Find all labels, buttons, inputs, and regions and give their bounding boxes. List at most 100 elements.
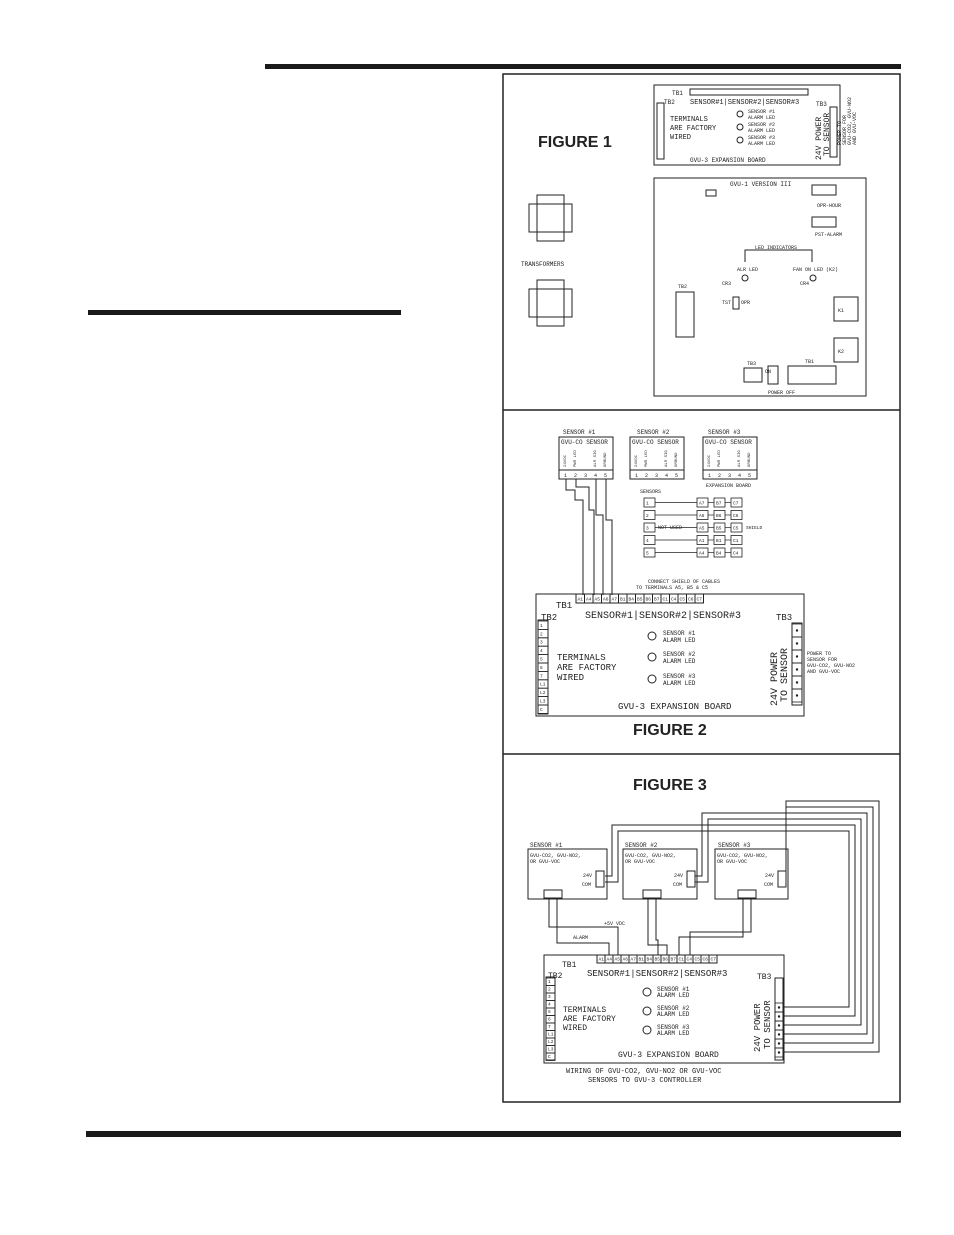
fig2-pin-labels: 24VDC PWR LED ALR SIG GROUND 24VDC PWR L… [564, 450, 752, 467]
fig3-led2: SENSOR #2 [657, 1005, 690, 1012]
fig3-vdc-note: +5V VDC [604, 921, 625, 927]
transformers-label: TRANSFORMERS [521, 261, 565, 268]
terminal-label: C [540, 707, 543, 713]
fig2-s1-pin-5: 5 [604, 473, 607, 479]
fig2-sensor3-label: SENSOR #3 [708, 429, 741, 436]
fig2-s1-pin-label-4: ALR SIG [594, 450, 598, 467]
map-cell-label: B6 [716, 513, 722, 519]
fig2-expansion-col: EXPANSION BOARD [706, 483, 751, 489]
terminal-label: A5 [595, 597, 601, 603]
figure-2-title: FIGURE 2 [633, 722, 707, 739]
terminal-label: C5 [695, 957, 701, 963]
map-cell-label: A5 [699, 526, 705, 532]
fig3-alarm-note: ALARM [573, 935, 588, 941]
fig2-sensor-blocks [558, 436, 758, 480]
fig2-sensor1-model: GVU-CO SENSOR [561, 439, 608, 446]
terminal-label: B5 [655, 957, 661, 963]
fig2-s2-pin-4: 4 [665, 473, 668, 479]
fig2-s3-pin-label-1: 24VDC [708, 454, 712, 467]
fig2-s3-pin-1: 1 [708, 473, 711, 479]
terminal-label: 5 [548, 1009, 551, 1015]
terminal-label: 2 [548, 987, 551, 993]
fig3-tb2-label: TB2 [548, 972, 563, 981]
terminal-label: C4 [671, 597, 677, 603]
fig2-shield-note-1: CONNECT SHIELD OF CABLES [648, 579, 720, 585]
fig3-s2-com: COM [673, 882, 682, 888]
figure-3-title: FIGURE 3 [633, 777, 707, 794]
terminal-label: A4 [586, 597, 592, 603]
terminal-label: B6 [663, 957, 669, 963]
fig3-led3: SENSOR #3 [657, 1024, 690, 1031]
fig2-terminals-2: ARE FACTORY [557, 663, 617, 673]
terminal-label: B4 [647, 957, 653, 963]
fig2-sensors-col: SENSORS [640, 489, 661, 495]
terminal-label: A4 [607, 957, 613, 963]
fig3-power-2: TO SENSOR [763, 1000, 773, 1049]
fig3-led1b: ALARM LED [657, 992, 690, 999]
fig3-s2-24v: 24V [674, 873, 683, 879]
figure-panel-frame [502, 73, 901, 1103]
map-note: SHIELD [746, 525, 763, 531]
fig1-power-note-1: POWER TO [837, 121, 843, 145]
fig1-led3: SENSOR #3 [748, 135, 775, 141]
fig3-sensor3-model-2: OR GVU-VOC [717, 859, 747, 865]
terminal-label: L3 [548, 1047, 554, 1053]
fig2-s1-pin-label-5: GROUND [604, 452, 608, 467]
fig3-tb1-label: TB1 [562, 961, 577, 970]
fig2-sensor2-model: GVU-CO SENSOR [632, 439, 679, 446]
map-cell-label: C5 [733, 526, 739, 532]
terminal-label: L3 [540, 699, 546, 705]
terminal-label: B7 [654, 597, 660, 603]
terminal-label: A1 [599, 957, 605, 963]
fig1-power-2: TO SENSOR [823, 113, 832, 156]
fig1-board-caption: GVU-3 EXPANSION BOARD [690, 157, 766, 164]
map-cell-label: B5 [716, 526, 722, 532]
fig1-terminals-2: ARE FACTORY [670, 125, 717, 133]
fig2-tb3-label: TB3 [776, 613, 792, 623]
terminal-label: C7 [711, 957, 717, 963]
fig3-board-caption: GVU-3 EXPANSION BOARD [618, 1051, 719, 1060]
fig1-tst: TST [722, 300, 731, 306]
terminal-label: 6 [548, 1017, 551, 1023]
terminal-label: B4 [629, 597, 635, 603]
fig1-power-note-3: GVU-CO2, GVU-NO2 [847, 97, 853, 145]
fig1-terminals-3: WIRED [670, 134, 691, 142]
fig2-s3-pin-label-5: GROUND [748, 452, 752, 467]
mid-left-rule [88, 310, 401, 315]
terminal-label: B1 [620, 597, 626, 603]
fig2-s1-pin-1: 1 [564, 473, 567, 479]
terminal-box [537, 704, 549, 714]
terminal-label: C4 [687, 957, 693, 963]
fig2-power-note-3: GVU-CO2, GVU-NO2 [807, 663, 855, 669]
terminal-label: B5 [637, 597, 643, 603]
figure-1: FIGURE 1 TB1 TB2 TB3 SENSOR#1|SENSOR#2|S… [521, 84, 867, 397]
fig2-pin-numbers: 1 2 3 4 5 1 2 3 4 5 1 2 3 4 5 [564, 473, 751, 479]
map-cell-label: B1 [716, 538, 722, 544]
terminal-screw [795, 681, 799, 684]
fig2-s1-pin-label-1: 24VDC [564, 454, 568, 467]
map-cell-label: C1 [733, 538, 739, 544]
fig1-tb2-label: TB2 [664, 99, 675, 106]
fig3-sensor2-model-2: OR GVU-VOC [625, 859, 655, 865]
map-cell-label: A1 [699, 538, 705, 544]
fig3-led1: SENSOR #1 [657, 986, 690, 993]
terminal-screw [795, 668, 799, 671]
fig3-terminals-2: ARE FACTORY [563, 1015, 616, 1024]
fig1-on: ON [765, 369, 771, 375]
fig2-not-used: NOT USED [658, 525, 682, 531]
fig1-ctrl-tb3: TB3 [747, 361, 756, 367]
terminal-label: B6 [646, 597, 652, 603]
fig3-caption-2: SENSORS TO GVU-3 CONTROLLER [588, 1077, 702, 1085]
fig2-tb1-label: TB1 [556, 601, 572, 611]
terminal-label: C7 [697, 597, 703, 603]
fig2-power-1: 24V POWER [770, 652, 781, 706]
fig3-sensor2-model-1: GVU-CO2, GVU-NO2, [625, 853, 676, 859]
fig1-terminals-1: TERMINALS [670, 116, 708, 124]
terminal-label: C6 [688, 597, 694, 603]
fig2-s2-pin-label-1: 24VDC [635, 454, 639, 467]
fig2-s3-pin-label-4: ALR SIG [738, 450, 742, 467]
figure-1-title: FIGURE 1 [538, 134, 612, 151]
fig2-terminals-3: WIRED [557, 673, 584, 683]
